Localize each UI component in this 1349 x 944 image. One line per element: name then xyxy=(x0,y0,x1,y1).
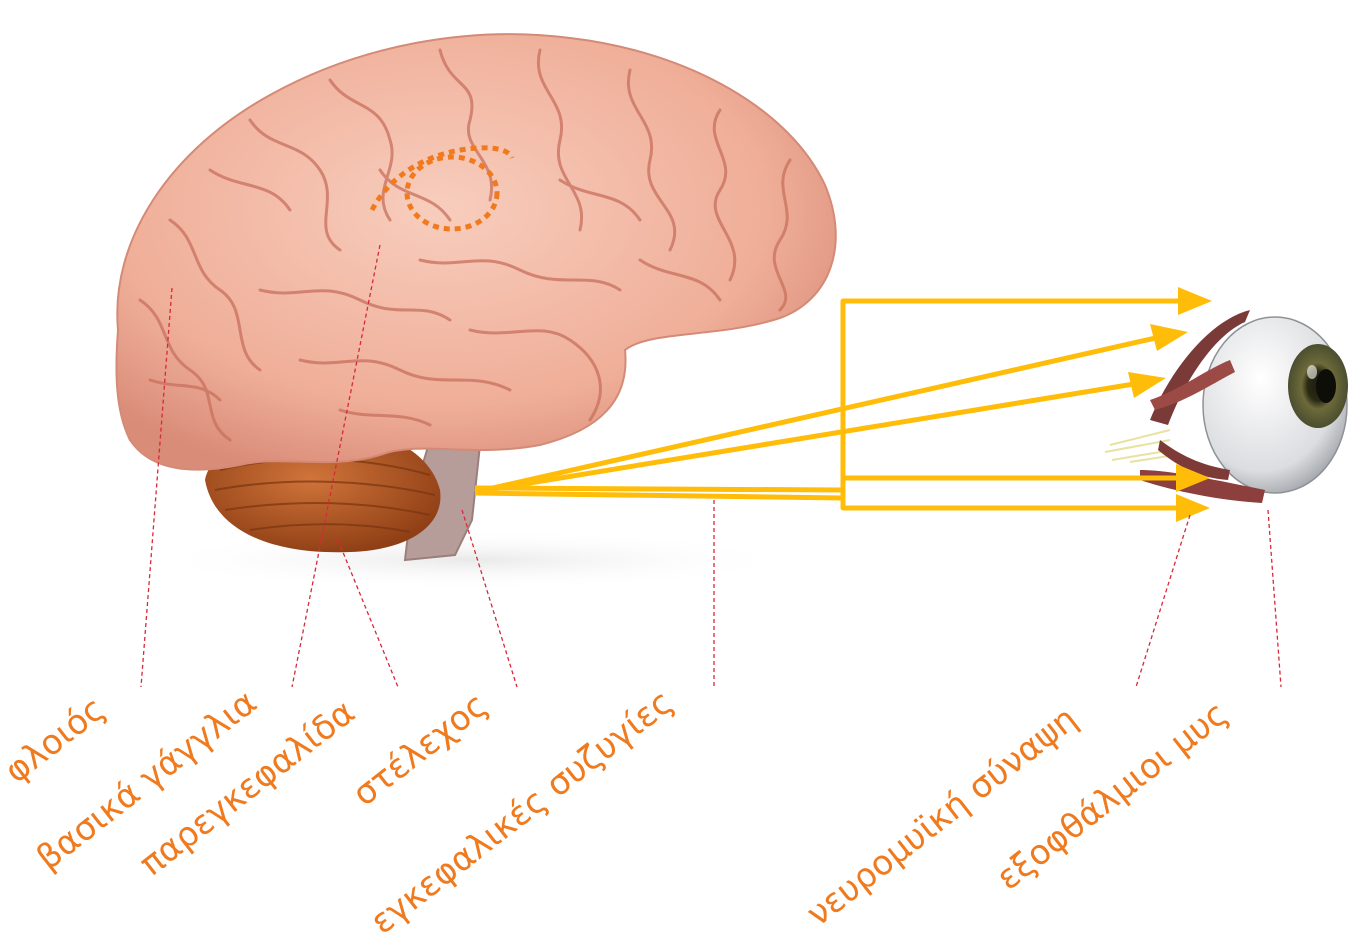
leader-eom xyxy=(1268,510,1281,687)
brain-icon xyxy=(116,34,835,560)
nerve-trunk-b xyxy=(475,493,843,498)
leader-nmj xyxy=(1136,515,1190,687)
arrowhead-5 xyxy=(1176,494,1210,522)
nerve-trunk-a xyxy=(475,488,843,490)
arrowhead-3 xyxy=(1128,372,1166,398)
arrowhead-1 xyxy=(1178,287,1212,315)
pupil xyxy=(1316,369,1336,403)
arrowhead-2 xyxy=(1150,324,1188,351)
cerebrum-shape xyxy=(116,34,835,470)
brain-shadow xyxy=(140,530,800,590)
